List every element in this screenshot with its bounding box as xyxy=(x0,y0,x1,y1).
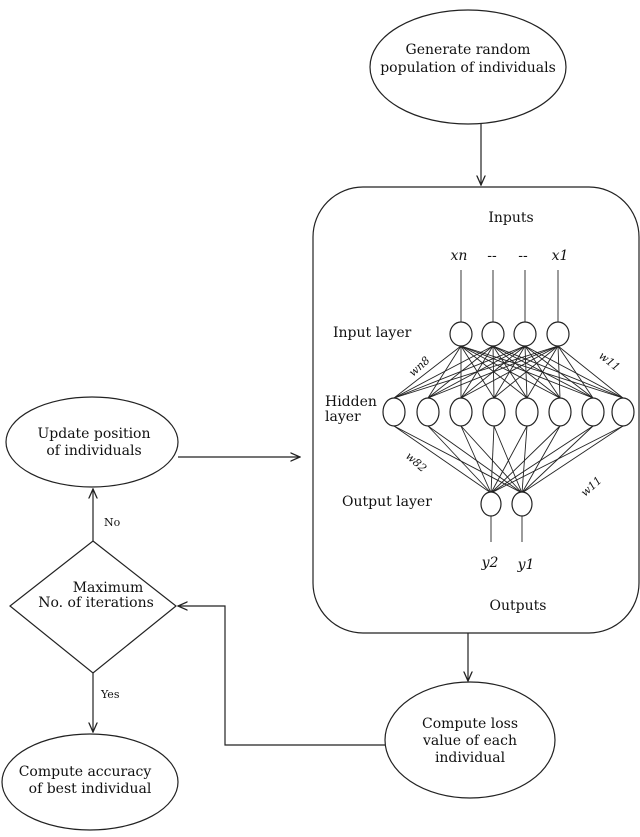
connection-hidden-output xyxy=(460,425,523,494)
hidden-neuron xyxy=(515,397,539,427)
hidden-neuron xyxy=(548,397,572,427)
decision-line-1: Maximum xyxy=(73,580,144,596)
accuracy-line-2: of best individual xyxy=(29,781,152,797)
hidden-layer-label-1: Hidden xyxy=(325,394,377,410)
input-layer-label: Input layer xyxy=(333,325,412,341)
decision-line-2: No. of iterations xyxy=(38,595,154,611)
input-symbol-xn: xn xyxy=(451,248,468,264)
loss-line-3: individual xyxy=(435,750,506,766)
input-symbol-dash-1: -- xyxy=(487,248,497,264)
output-neuron xyxy=(511,491,533,517)
connection-input-hidden xyxy=(557,345,624,399)
connection-input-hidden xyxy=(427,345,559,399)
compute-accuracy-node: Compute accuracy of best individual xyxy=(1,733,179,831)
connection-input-hidden xyxy=(393,345,559,399)
connection-input-hidden xyxy=(557,345,561,399)
connection-input-hidden xyxy=(427,345,462,399)
generate-line-1: Generate random xyxy=(406,42,531,58)
hidden-neuron xyxy=(449,397,473,427)
connection-input-hidden xyxy=(526,345,559,399)
update-line-2: of individuals xyxy=(46,443,141,459)
input-neuron xyxy=(513,321,537,347)
input-symbol-dash-2: -- xyxy=(518,248,528,264)
input-neuron xyxy=(449,321,473,347)
connection-hidden-output xyxy=(521,425,624,494)
connection-input-hidden xyxy=(493,345,559,399)
connection-hidden-output xyxy=(393,425,523,494)
no-label: No xyxy=(104,516,121,529)
connection-input-hidden xyxy=(393,345,462,399)
generate-population-node: Generate random population of individual… xyxy=(369,9,567,125)
accuracy-line-1: Compute accuracy xyxy=(19,764,152,780)
update-position-node: Update position of individuals xyxy=(5,396,179,488)
connection-hidden-output xyxy=(427,425,492,494)
output-layer-label: Output layer xyxy=(342,494,432,510)
hidden-neuron xyxy=(581,397,605,427)
connection-hidden-output xyxy=(393,425,492,494)
compute-loss-node: Compute loss value of each individual xyxy=(384,681,556,799)
connection-hidden-output xyxy=(460,425,492,494)
connection-input-hidden xyxy=(557,345,594,399)
inputs-title: Inputs xyxy=(488,210,533,226)
connection-hidden-output xyxy=(490,425,561,494)
connection-hidden-output xyxy=(490,425,624,494)
connection-hidden-output xyxy=(521,425,561,494)
hidden-neuron xyxy=(416,397,440,427)
outputs-title: Outputs xyxy=(490,598,547,614)
connection-hidden-output xyxy=(427,425,523,494)
connection-hidden-output xyxy=(490,425,594,494)
neural-network-box xyxy=(312,186,640,634)
arrow-loss-to-decision xyxy=(178,606,385,746)
connection-input-hidden xyxy=(393,345,494,399)
connection-input-hidden xyxy=(393,345,526,399)
input-symbol-x1: x1 xyxy=(552,248,569,264)
output-neuron xyxy=(480,491,502,517)
generate-line-2: population of individuals xyxy=(380,60,556,76)
max-iterations-decision: Maximum No. of iterations xyxy=(9,540,177,674)
loss-line-2: value of each xyxy=(422,733,517,749)
hidden-neuron xyxy=(611,397,635,427)
input-neuron xyxy=(546,321,570,347)
hidden-layer-label-2: layer xyxy=(325,409,361,425)
output-symbol-y1: y1 xyxy=(517,557,535,573)
output-symbol-y2: y2 xyxy=(481,555,499,571)
connection-hidden-output xyxy=(521,425,528,494)
update-line-1: Update position xyxy=(37,426,150,442)
connection-hidden-output xyxy=(490,425,495,494)
connection-hidden-output xyxy=(493,425,523,494)
hidden-neuron xyxy=(482,397,506,427)
loss-line-1: Compute loss xyxy=(422,716,518,732)
connection-input-hidden xyxy=(460,345,559,399)
input-neuron xyxy=(481,321,505,347)
neural-network-graph xyxy=(382,270,635,542)
hidden-neuron xyxy=(382,397,406,427)
yes-label: Yes xyxy=(100,688,120,701)
connection-hidden-output xyxy=(490,425,528,494)
